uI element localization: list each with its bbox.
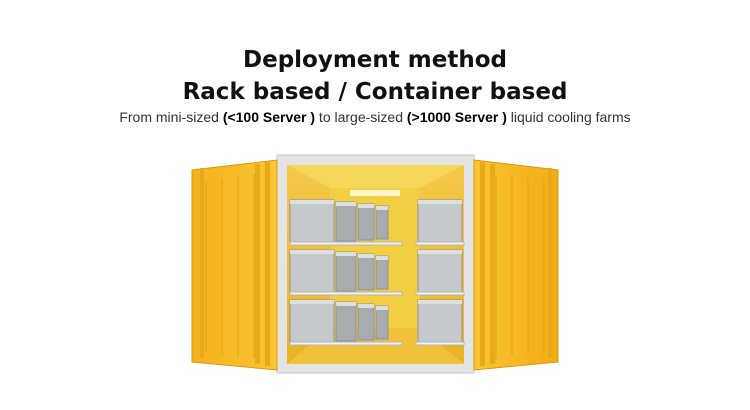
right-door: [473, 159, 559, 371]
subtitle: From mini-sized (<100 Server ) to large-…: [0, 107, 750, 127]
tank: [289, 199, 335, 243]
title-line-2: Rack based / Container based: [182, 79, 568, 105]
tank-lid: [290, 250, 334, 254]
tank: [375, 205, 389, 240]
tank: [375, 255, 389, 290]
tank-lid: [358, 254, 374, 258]
tank-lid: [290, 300, 334, 304]
tank-lid: [376, 306, 388, 310]
rack-shelf: [289, 341, 403, 346]
rack-shelf: [289, 241, 403, 246]
rack-shelf: [415, 291, 465, 296]
tank-lid: [418, 300, 462, 304]
tank: [357, 253, 375, 291]
tank-lid: [336, 252, 356, 256]
tank-lid: [358, 304, 374, 308]
tank-lid: [376, 256, 388, 260]
rack-shelf: [415, 241, 465, 246]
tank-lid: [418, 250, 462, 254]
subtitle-large-label: (>1000 Server ): [406, 109, 507, 125]
tank: [335, 201, 357, 242]
tank-lid: [290, 200, 334, 204]
tank: [417, 299, 463, 343]
rack-shelf: [289, 291, 403, 296]
title-line-1: Deployment method: [243, 47, 507, 73]
tank: [357, 203, 375, 241]
tank-lid: [376, 206, 388, 210]
tank: [335, 301, 357, 342]
tank-lid: [418, 200, 462, 204]
tank: [357, 303, 375, 341]
rack-shelf: [415, 341, 465, 346]
subtitle-suffix: liquid cooling farms: [506, 109, 631, 125]
tank: [289, 299, 335, 343]
tank: [417, 199, 463, 243]
tank: [335, 251, 357, 292]
tank: [417, 249, 463, 293]
tank-lid: [358, 204, 374, 208]
tank-lid: [336, 202, 356, 206]
right-rack: [415, 199, 465, 346]
tank: [289, 249, 335, 293]
container-icon: [191, 154, 559, 374]
tank: [375, 305, 389, 340]
subtitle-middle: to large-sized: [315, 109, 407, 125]
tank-lid: [336, 302, 356, 306]
subtitle-prefix: From mini-sized: [119, 109, 223, 125]
page-title: Deployment method Rack based / Container…: [0, 44, 750, 108]
left-rack: [289, 199, 403, 346]
subtitle-small-label: (<100 Server ): [222, 109, 316, 125]
left-door: [191, 159, 278, 371]
